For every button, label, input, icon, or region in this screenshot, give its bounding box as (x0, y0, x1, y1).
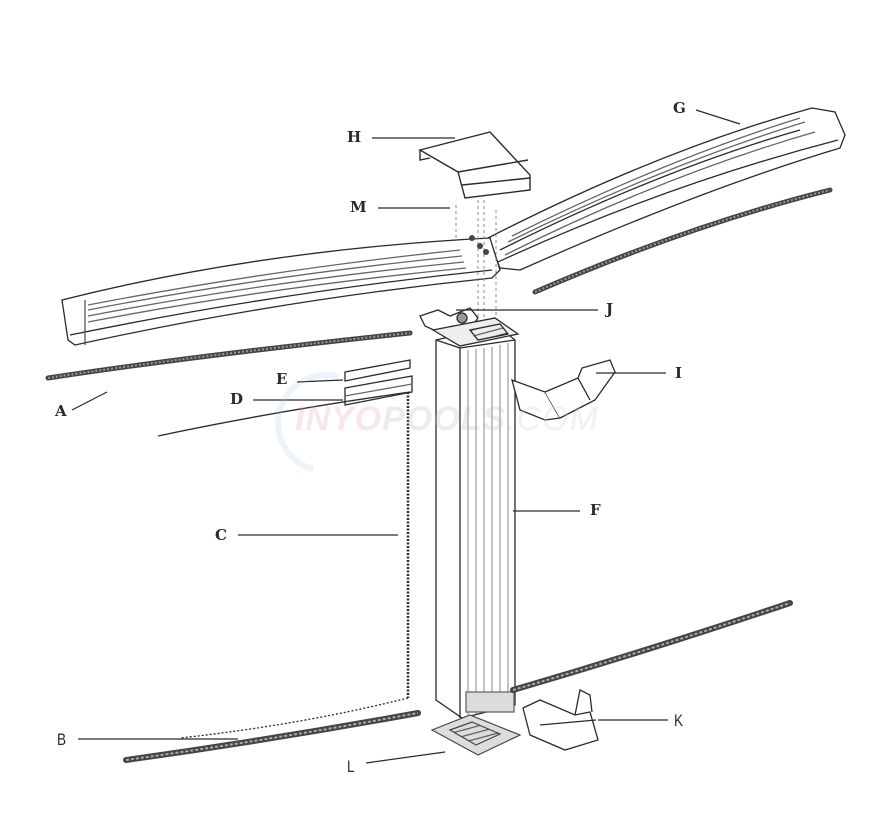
bead-strip-right (532, 187, 833, 295)
label-i: I (675, 364, 683, 382)
label-k: K (674, 711, 684, 730)
screws (455, 200, 497, 330)
bottom-plate (430, 714, 522, 756)
bottom-track-left (123, 710, 421, 763)
top-rail-left (61, 237, 501, 346)
bottom-cup (522, 689, 599, 751)
label-f: F (590, 501, 601, 519)
label-j: J (606, 300, 614, 318)
label-c: C (215, 526, 227, 544)
label-h: H (347, 128, 362, 146)
upright-connector-i (511, 359, 616, 421)
leader-lines (71, 109, 741, 764)
label-l: L (347, 757, 355, 776)
screw-heads (469, 235, 489, 255)
stabilizer-strip-e (344, 359, 411, 382)
top-rail-right (487, 107, 846, 271)
label-m: M (350, 198, 367, 216)
bottom-track-right (510, 600, 793, 693)
pool-wall (157, 391, 411, 739)
label-a: A (55, 402, 67, 420)
vertical-upright (431, 317, 520, 719)
label-g: G (673, 99, 686, 117)
connector-plate-d (344, 375, 413, 406)
bead-strip-left (45, 330, 413, 381)
label-e: E (276, 370, 288, 388)
watermark: INYOPOOLS.COM (295, 400, 599, 438)
label-b: B (57, 730, 67, 749)
top-cap (418, 131, 531, 199)
label-d: D (230, 390, 244, 408)
